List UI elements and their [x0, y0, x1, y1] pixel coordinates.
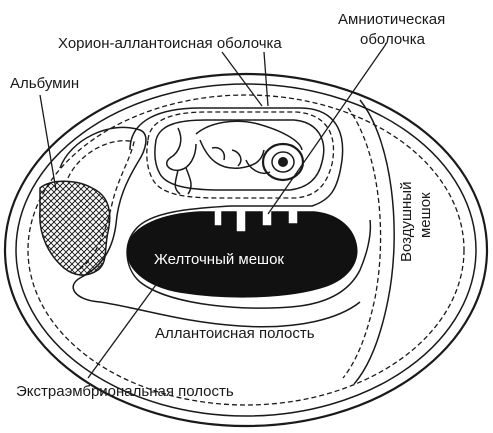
- label-amniotic-line2: оболочка: [360, 31, 426, 48]
- leader-extraembryonic: [87, 281, 159, 379]
- label-air-sac-line2: мешок: [417, 192, 434, 238]
- allantoic-membrane-outer: [126, 107, 372, 309]
- extraembryonic-dashed: [67, 140, 135, 271]
- embryo: [166, 120, 305, 195]
- label-allantoic-cavity: Аллантоисная полость: [155, 325, 315, 342]
- chorion-allantoic-membrane: [27, 94, 465, 406]
- label-amniotic-line1: Амниотическая: [338, 11, 445, 28]
- leader-amniotic: [267, 43, 387, 215]
- albumin-sac-wall: [59, 126, 361, 328]
- yolk-sac: [126, 211, 358, 298]
- label-extraembryonic-cavity: Экстраэмбриональная полость: [16, 383, 234, 400]
- leader-chorion-allantoic-2: [263, 51, 269, 107]
- leader-chorion-allantoic: [221, 51, 263, 107]
- label-yolk-sac: Желточный мешок: [154, 251, 284, 268]
- label-air-sac-line1: Воздушный: [398, 182, 415, 262]
- amnion-inner: [154, 119, 325, 191]
- label-albumin: Альбумин: [10, 75, 79, 92]
- air-sac-inner-dashed: [342, 107, 382, 379]
- amnion: [146, 111, 335, 199]
- leader-albumin: [39, 94, 57, 191]
- albumin-region: [39, 180, 111, 276]
- egg-shell: [3, 72, 489, 428]
- label-chorion-allantoic: Хорион-аллантоисная оболочка: [58, 35, 282, 52]
- air-sac-boundary: [353, 99, 395, 385]
